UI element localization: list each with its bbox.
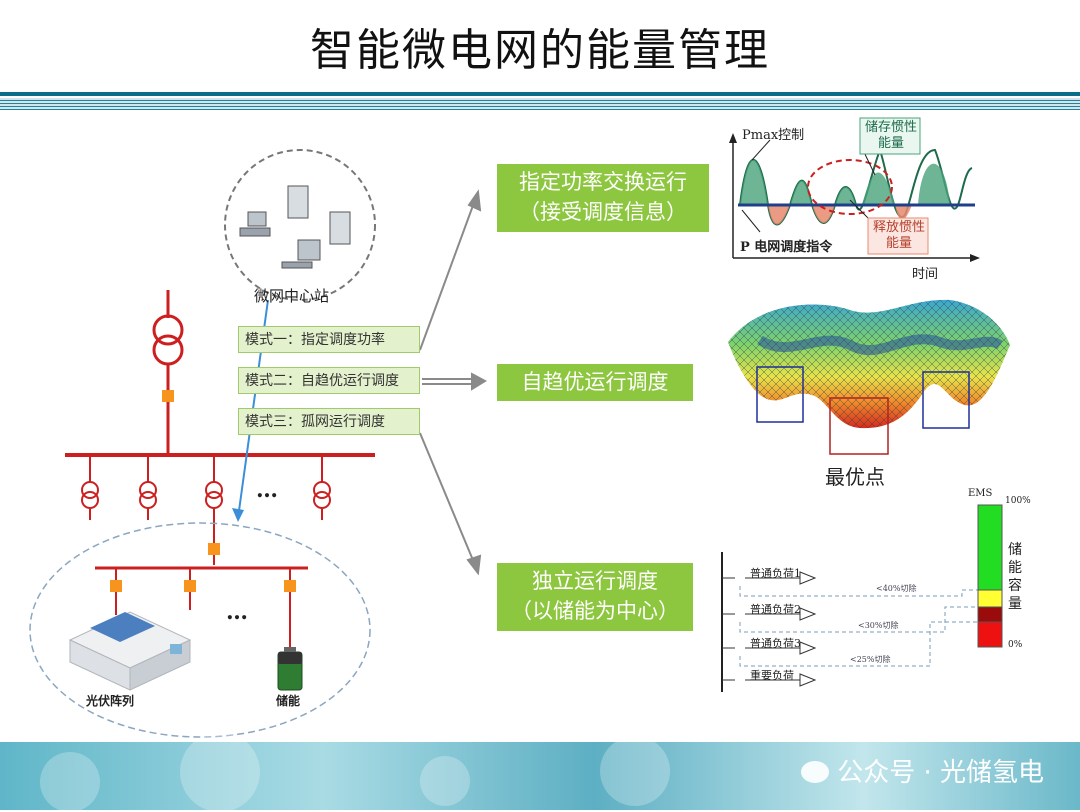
pv-array-icon xyxy=(68,611,192,691)
store-energy-line1: 储存惯性 xyxy=(864,120,917,135)
release-energy-line2: 能量 xyxy=(885,236,912,251)
mode-box-optimize: 自趋优运行调度 xyxy=(497,364,693,401)
center-station-circle xyxy=(224,149,376,301)
title-rule xyxy=(0,92,1080,96)
computer-icon xyxy=(239,185,351,269)
mode-1: 模式一：指定调度功率 xyxy=(238,326,420,353)
pmax-label: Pmax控制 xyxy=(742,128,805,143)
ems-load-shedding xyxy=(721,504,1003,692)
ems-vertical-3: 容 xyxy=(1008,578,1022,594)
mode-box-island-line1: 独立运行调度 xyxy=(532,569,658,593)
pv-array-label: 光伏阵列 xyxy=(86,694,135,708)
mode-box-dispatch-line2: （接受调度信息） xyxy=(519,200,687,224)
release-energy-label: 释放惯性 能量 xyxy=(870,220,928,252)
mode-2: 模式二：自趋优运行调度 xyxy=(238,367,420,394)
mode-3: 模式三：孤网运行调度 xyxy=(238,408,420,435)
load-critical: 重要负荷 xyxy=(750,669,794,682)
optimization-surface xyxy=(728,299,1010,455)
breaker xyxy=(162,390,174,402)
load-2: 普通负荷2 xyxy=(750,603,801,616)
load-1: 普通负荷1 xyxy=(750,567,801,580)
optimum-label: 最优点 xyxy=(825,465,885,489)
watermark-text: 公众号 · 光储氢电 xyxy=(837,758,1044,788)
mode-box-dispatch: 指定功率交换运行 （接受调度信息） xyxy=(497,164,709,232)
mode-box-island-line2: （以储能为中心） xyxy=(511,599,679,623)
ems-vertical-2: 能 xyxy=(1008,560,1022,576)
watermark: 公众号 · 光储氢电 xyxy=(801,752,1044,789)
pv-ellipsis: … xyxy=(226,599,248,625)
battery-icon xyxy=(277,647,303,691)
page-title: 智能微电网的能量管理 xyxy=(310,25,770,76)
ems-vertical-4: 量 xyxy=(1008,596,1022,612)
power-dispatch-chart xyxy=(729,117,980,262)
ems-vertical-label: 储 能 容 量 xyxy=(1008,541,1024,613)
grid-dispatch-label: P 电网调度指令 xyxy=(740,240,833,255)
title-stripes xyxy=(0,98,1080,110)
cut-30: <30%切除 xyxy=(858,621,899,630)
ems-title: EMS xyxy=(968,488,993,499)
mode-box-optimize-line1: 自趋优运行调度 xyxy=(521,370,669,394)
ems-top-pct: 100% xyxy=(1005,496,1031,506)
time-axis-label: 时间 xyxy=(912,267,939,282)
footer-band xyxy=(0,732,1080,812)
main-transformer xyxy=(152,314,184,346)
store-energy-label: 储存惯性 能量 xyxy=(862,120,920,152)
load-3: 普通负荷3 xyxy=(750,637,801,650)
storage-label: 储能 xyxy=(276,694,301,708)
release-energy-line1: 释放惯性 xyxy=(872,220,925,235)
ems-bottom-pct: 0% xyxy=(1008,640,1023,650)
cut-25: <25%切除 xyxy=(850,655,891,664)
mode-box-dispatch-line1: 指定功率交换运行 xyxy=(519,170,687,194)
center-station-label: 微网中心站 xyxy=(254,287,330,305)
store-energy-line2: 能量 xyxy=(877,136,904,151)
ems-vertical-1: 储 xyxy=(1008,542,1022,558)
wechat-icon xyxy=(801,761,830,783)
cut-40: <40%切除 xyxy=(876,584,917,593)
feeder-ellipsis: … xyxy=(256,477,278,503)
mode-box-island: 独立运行调度 （以储能为中心） xyxy=(497,563,693,631)
